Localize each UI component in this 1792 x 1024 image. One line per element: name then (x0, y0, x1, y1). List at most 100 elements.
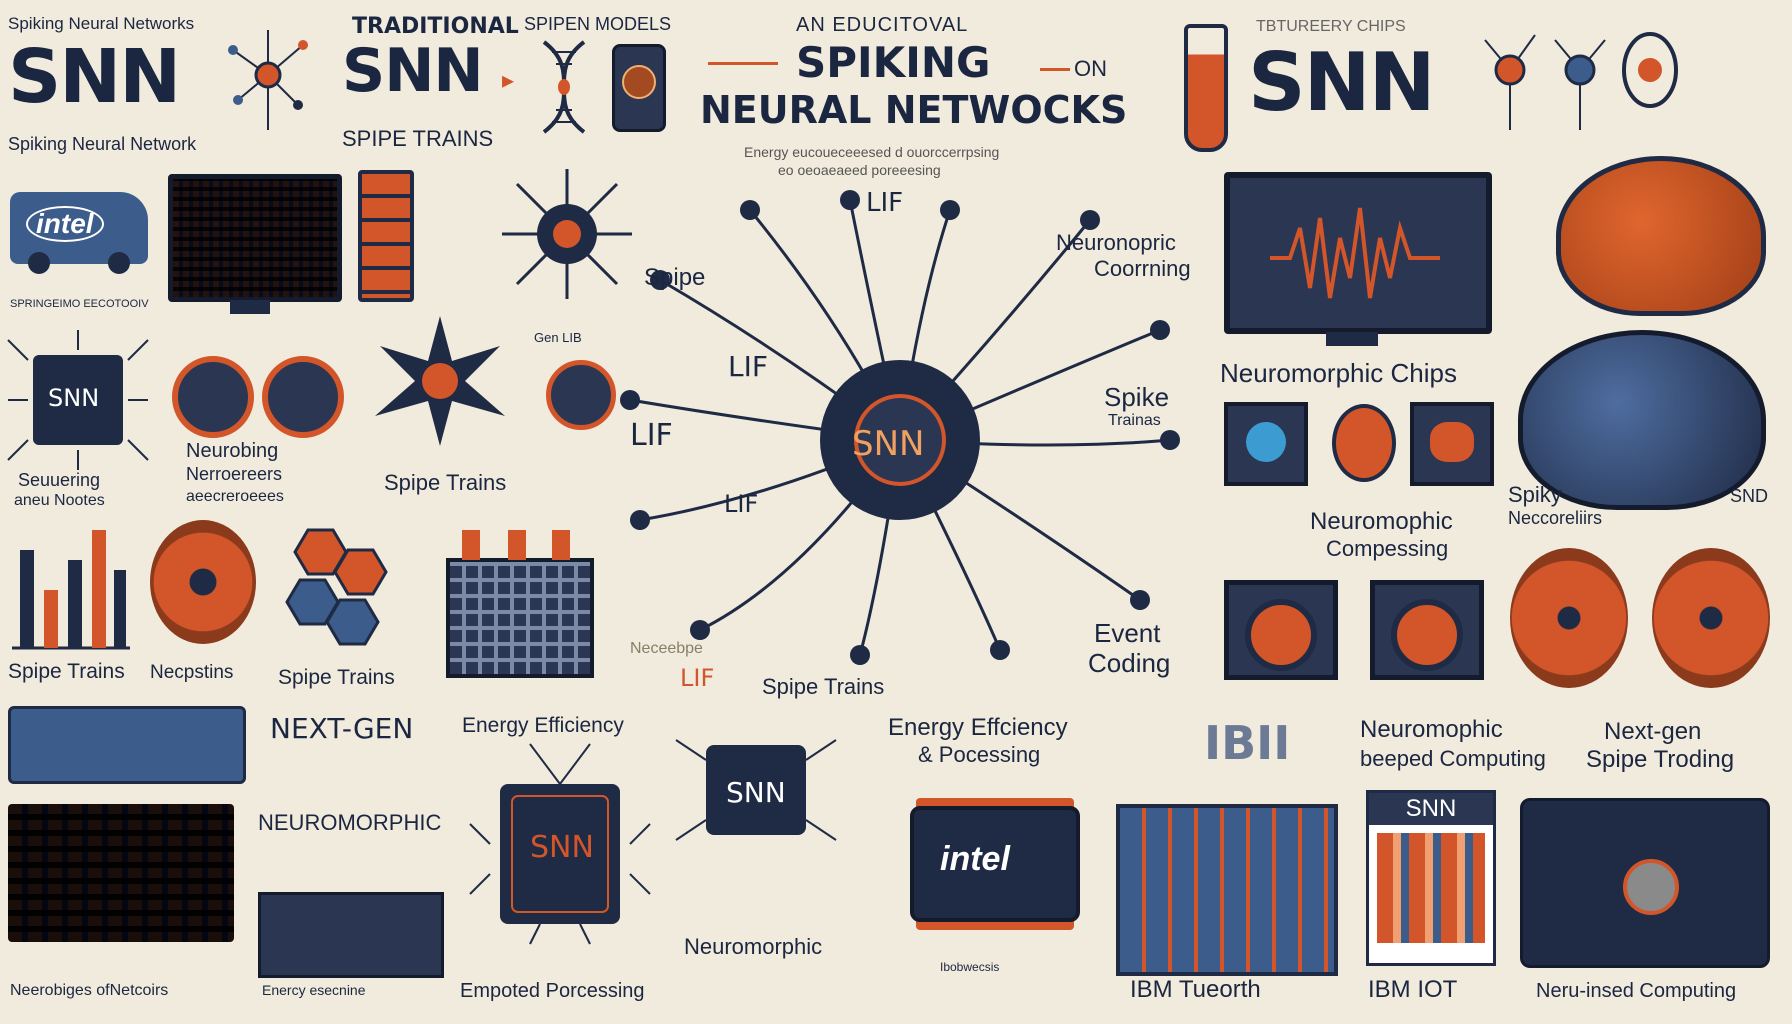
snn-chip-small (675, 739, 837, 841)
orbit-icon-right (1332, 404, 1396, 482)
orbit-icon-3 (546, 360, 616, 430)
grid-panel-left (8, 804, 234, 942)
intel-chip: intel (910, 806, 1080, 922)
chip-orange-right (1410, 402, 1494, 486)
monitor-stand-right (1326, 332, 1378, 346)
spipe-trains-label-2: Spipe Trains (8, 660, 125, 683)
monitor-stand (230, 300, 270, 314)
snn-chart-panel: SNN (1366, 790, 1496, 966)
factory-icon (446, 558, 594, 678)
neuro-inspired-label: Neru-insed Computing (1536, 980, 1737, 1002)
circuit-board (258, 892, 444, 978)
brain-icon-right-2 (1652, 548, 1770, 688)
based-computing-label: beeped Computing (1360, 746, 1546, 771)
title-edu: AN EDUCITOVAL (796, 14, 969, 36)
orbit-icon-1 (172, 356, 254, 438)
intel-van-label: intel (26, 206, 104, 242)
arrow-icon: ▸ (502, 67, 515, 94)
traditional-snn: SNN (342, 36, 484, 106)
brain-icon-right-1 (1510, 548, 1628, 688)
hex-cluster-icon (285, 528, 388, 646)
receptors-label: Neccoreliirs (1508, 508, 1603, 528)
chip-large-1 (1224, 580, 1338, 680)
central-neuron (620, 190, 1180, 665)
battery-icon (358, 170, 414, 302)
networks-label: Nerroereers (186, 464, 283, 484)
caption-2: Enercy esecnine (262, 982, 366, 998)
spike-label: Spike (1104, 382, 1170, 412)
snn-chip-center-label: SNN (530, 830, 594, 865)
neuromophic-bottom: Neuromophic (1360, 716, 1503, 743)
traditional-sub: SPIPE TRAINS (342, 126, 494, 151)
lif-label-mid: LIF (724, 490, 759, 518)
energy-subtitle-1: Energy eucoueceeesed d ouorccerrpsing (744, 144, 1000, 160)
neuromorphic-learning-2: Coorrning (1094, 256, 1191, 281)
trains-label: Trainas (1108, 412, 1161, 429)
test-tube-icon (1184, 24, 1228, 152)
monitor-grid (168, 174, 342, 302)
snn-chip-left (7, 330, 149, 470)
nodes-label: aneu Nootes (14, 492, 105, 509)
ibm-tuedorth-label: IBM Tueorth (1130, 976, 1261, 1003)
neuromorphic-learning-1: Neuronopric (1056, 230, 1176, 255)
center-spipe-trains: Spipe Trains (762, 674, 885, 699)
center-faded-label: Neceebpe (630, 640, 703, 657)
snd-label: SND (1730, 486, 1769, 506)
caption-4: Ibobwecsis (940, 960, 1000, 974)
intel-chip-label: intel (940, 840, 1010, 878)
spipe-label: Spipe (644, 264, 706, 291)
waveform-monitor (1224, 172, 1492, 334)
lif-label-top: LIF (866, 188, 904, 218)
seq-label: Seuuering (18, 470, 101, 490)
header-small-title: Spiking Neural Networks (8, 14, 195, 33)
ibm-logo: IBII (1204, 716, 1291, 770)
lif-label-left1: LIF (728, 350, 768, 383)
star-neuron-icon (502, 169, 632, 299)
caption-3: Empoted Porcessing (460, 980, 645, 1002)
spipe-trains-label-1: Spipe Trains (384, 470, 507, 495)
intel-van: intel (10, 192, 148, 274)
neuron-icon (228, 30, 308, 130)
caption-1: Neerobiges ofNetcoirs (10, 982, 169, 999)
bottom-panel-1 (8, 706, 246, 784)
header-subtitle: Spiking Neural Network (8, 134, 197, 154)
compessing-label: Compessing (1326, 536, 1449, 561)
chip-blue-right (1224, 402, 1308, 486)
brain-blue (1518, 330, 1766, 510)
title-line-right (1040, 68, 1070, 71)
energy-efficiency-label-2: Energy Effciency (888, 714, 1068, 741)
brain-icon-left (150, 520, 256, 644)
gen-lib-label: Gen LIB (534, 330, 582, 345)
orbit-icon-2 (262, 356, 344, 438)
dna-icon (542, 40, 586, 134)
energy-efficiency-label-1: Energy Efficiency (462, 714, 624, 737)
chips-label: TBTUREERY CHIPS (1256, 18, 1406, 35)
title-on: ON (1074, 56, 1107, 81)
neuromorphic-chips-label: Neuromorphic Chips (1220, 358, 1457, 388)
neuromorphic-label-2: Neuromorphic (684, 934, 823, 959)
neuromorphic-label-1: NEUROMORPHIC (258, 810, 442, 835)
spipe-trains-label-3: Spipe Trains (278, 666, 395, 689)
right-snn-logo: SNN (1248, 36, 1436, 129)
server-rack (1116, 804, 1338, 976)
neurobing-label: Neurobing (186, 440, 279, 462)
lif-label-bottom: LIF (680, 664, 715, 692)
processing-label: & Pocessing (918, 742, 1041, 767)
title-spiking: SPIKING (796, 38, 991, 87)
neuron-cluster-icon (1484, 32, 1678, 130)
title-line-left (708, 62, 778, 65)
title-neural: NEURAL NETWOCKS (700, 88, 1128, 132)
chimney-1 (462, 530, 480, 560)
recessors-label: aeecreroeees (186, 488, 284, 505)
nextgen-label: NEXT-GEN (270, 712, 414, 745)
event-label: Event (1094, 618, 1161, 648)
chimney-2 (508, 530, 526, 560)
snn-chip-small-label: SNN (726, 776, 786, 809)
brain-orange (1556, 156, 1766, 316)
traditional-label: TRADITIONAL (352, 14, 519, 39)
snn-chart-label: SNN (1369, 793, 1493, 825)
lif-label-left2: LIF (630, 418, 673, 453)
neurons-label-2: Necpstins (150, 662, 234, 683)
central-snn-label: SNN (852, 424, 925, 464)
chimney-3 (552, 530, 570, 560)
